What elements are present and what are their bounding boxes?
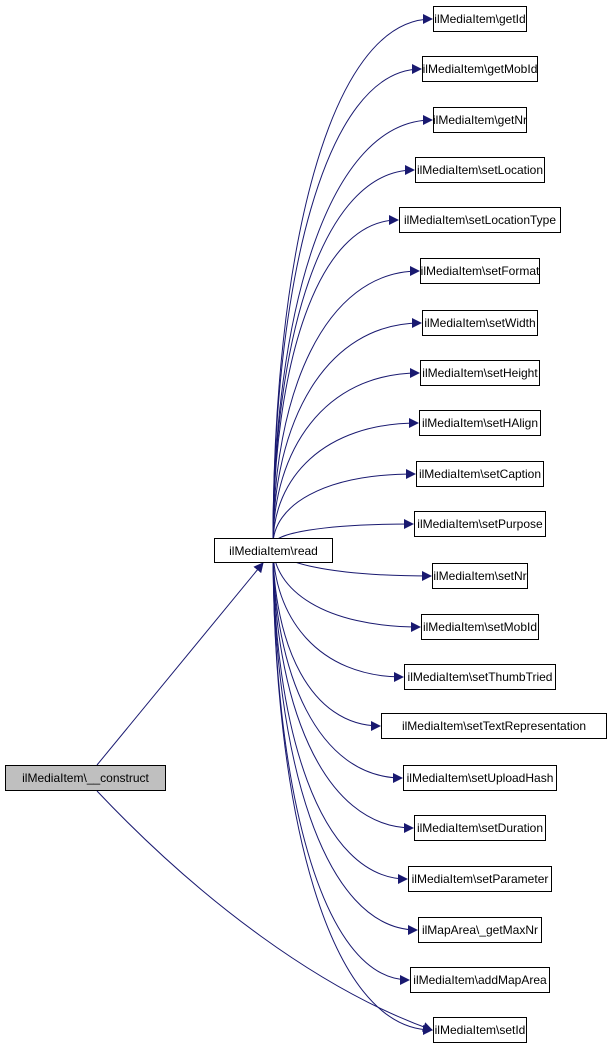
edge-construct-read	[96, 562, 264, 766]
edge-read-addmaparea	[272, 544, 410, 985]
edge-read-setwidth	[272, 318, 422, 546]
node-setthumbtried[interactable]: ilMediaItem\setThumbTried	[404, 664, 556, 690]
node-setheight[interactable]: ilMediaItem\setHeight	[420, 360, 540, 386]
node-setduration[interactable]: ilMediaItem\setDuration	[414, 815, 546, 841]
edge-read-setlocationtype	[272, 215, 399, 546]
edge-construct-setid	[96, 790, 433, 1032]
edge-read-sethalign	[272, 418, 419, 546]
edge-read-getmaxnr	[272, 544, 418, 935]
node-setuploadhash[interactable]: ilMediaItem\setUploadHash	[403, 765, 557, 791]
node-setlocation[interactable]: ilMediaItem\setLocation	[415, 157, 545, 183]
node-setcaption[interactable]: ilMediaItem\setCaption	[416, 461, 544, 487]
node-getnr[interactable]: ilMediaItem\getNr	[433, 107, 527, 133]
edge-read-setuploadhash	[272, 544, 403, 783]
node-getid[interactable]: ilMediaItem\getId	[433, 6, 527, 32]
node-setid[interactable]: ilMediaItem\setId	[433, 1017, 527, 1043]
edge-read-getid	[272, 14, 433, 546]
node-getmaxnr[interactable]: ilMapArea\_getMaxNr	[418, 917, 542, 943]
edge-read-settextrepresentation	[272, 544, 381, 731]
node-read[interactable]: ilMediaItem\read	[214, 538, 333, 563]
edge-read-setformat	[272, 266, 420, 546]
node-construct[interactable]: ilMediaItem\__construct	[5, 765, 166, 791]
edge-read-getnr	[272, 115, 433, 546]
node-addmaparea[interactable]: ilMediaItem\addMapArea	[410, 967, 550, 993]
node-setformat[interactable]: ilMediaItem\setFormat	[420, 258, 540, 284]
edge-read-setparameter	[272, 544, 408, 884]
edge-read-setlocation	[272, 165, 415, 546]
edge-read-getmobid	[272, 64, 422, 546]
edge-read-setduration	[272, 544, 414, 833]
node-setnr[interactable]: ilMediaItem\setNr	[432, 563, 528, 589]
node-setpurpose[interactable]: ilMediaItem\setPurpose	[414, 511, 546, 537]
edge-read-setthumbtried	[272, 544, 404, 682]
node-setmobid[interactable]: ilMediaItem\setMobId	[421, 614, 539, 640]
node-sethalign[interactable]: ilMediaItem\setHAlign	[419, 410, 541, 436]
node-setparameter[interactable]: ilMediaItem\setParameter	[408, 866, 552, 892]
node-getmobid[interactable]: ilMediaItem\getMobId	[422, 56, 538, 82]
edge-read-setcaption	[272, 469, 416, 546]
node-setwidth[interactable]: ilMediaItem\setWidth	[422, 310, 538, 336]
edge-read-setid	[272, 544, 433, 1035]
node-settextrepresentation[interactable]: ilMediaItem\setTextRepresentation	[381, 713, 607, 739]
edge-read-setheight	[272, 368, 420, 546]
node-setlocationtype[interactable]: ilMediaItem\setLocationType	[399, 207, 561, 233]
